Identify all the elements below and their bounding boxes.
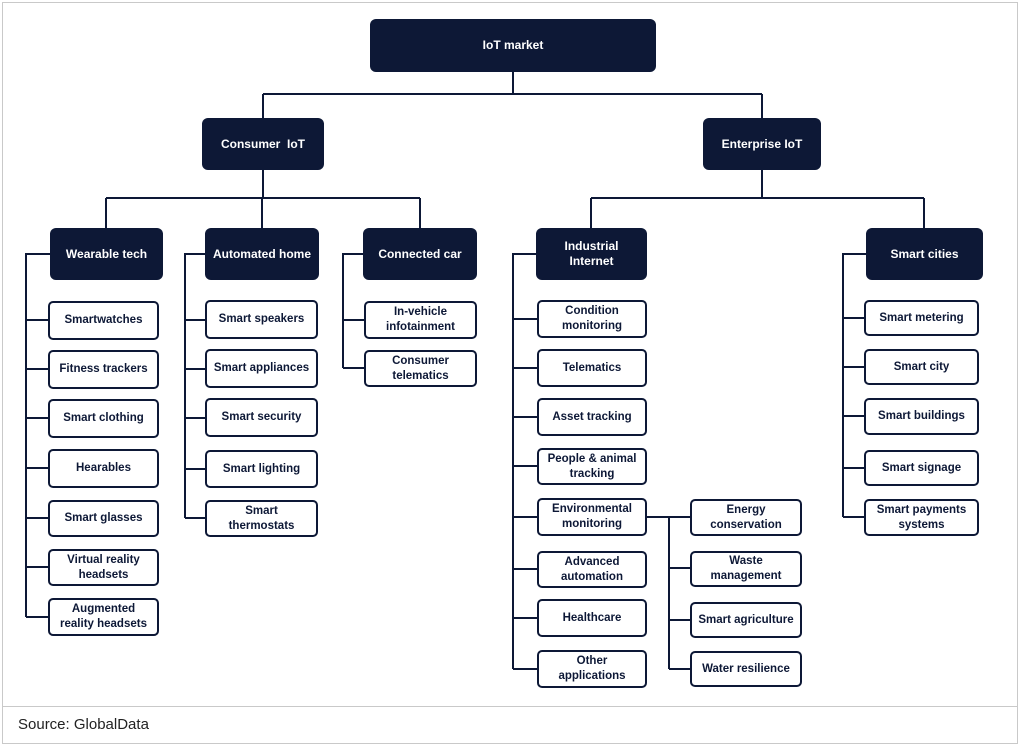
consumer-iot-node: Consumer IoT — [202, 118, 324, 170]
wearable-item: Hearables — [48, 449, 159, 488]
industrial-item: Advanced automation — [537, 551, 647, 588]
industrial-item: Environmental monitoring — [537, 498, 647, 536]
car-item: Consumer telematics — [364, 350, 477, 387]
wearable-item: Smartwatches — [48, 301, 159, 340]
enterprise-iot-node: Enterprise IoT — [703, 118, 821, 170]
industrial-item: Telematics — [537, 349, 647, 387]
environmental-sub-item: Smart agriculture — [690, 602, 802, 638]
cities-item: Smart signage — [864, 450, 979, 486]
source-caption: Source: GlobalData — [18, 716, 149, 733]
cities-item: Smart metering — [864, 300, 979, 336]
wearable-item: Augmented reality headsets — [48, 598, 159, 636]
environmental-sub-item: Energy conservation — [690, 499, 802, 536]
home-item: Smart lighting — [205, 450, 318, 488]
industrial-item: Condition monitoring — [537, 300, 647, 338]
smart-cities-node: Smart cities — [866, 228, 983, 280]
cities-item: Smart city — [864, 349, 979, 385]
footer-separator — [2, 706, 1018, 707]
industrial-internet-node: Industrial Internet — [536, 228, 647, 280]
automated-home-node: Automated home — [205, 228, 319, 280]
industrial-item: Asset tracking — [537, 398, 647, 436]
home-item: Smart thermostats — [205, 500, 318, 537]
industrial-item: Other applications — [537, 650, 647, 688]
cities-item: Smart buildings — [864, 398, 979, 435]
home-item: Smart appliances — [205, 349, 318, 388]
home-item: Smart speakers — [205, 300, 318, 339]
cities-item: Smart payments systems — [864, 499, 979, 536]
wearable-item: Smart clothing — [48, 399, 159, 438]
root-node: IoT market — [370, 19, 656, 72]
environmental-sub-item: Waste management — [690, 551, 802, 587]
car-item: In-vehicle infotainment — [364, 301, 477, 339]
wearable-item: Virtual reality headsets — [48, 549, 159, 586]
wearable-item: Fitness trackers — [48, 350, 159, 389]
connected-car-node: Connected car — [363, 228, 477, 280]
wearable-item: Smart glasses — [48, 500, 159, 537]
home-item: Smart security — [205, 398, 318, 437]
industrial-item: People & animal tracking — [537, 448, 647, 485]
wearable-tech-node: Wearable tech — [50, 228, 163, 280]
environmental-sub-item: Water resilience — [690, 651, 802, 687]
industrial-item: Healthcare — [537, 599, 647, 637]
